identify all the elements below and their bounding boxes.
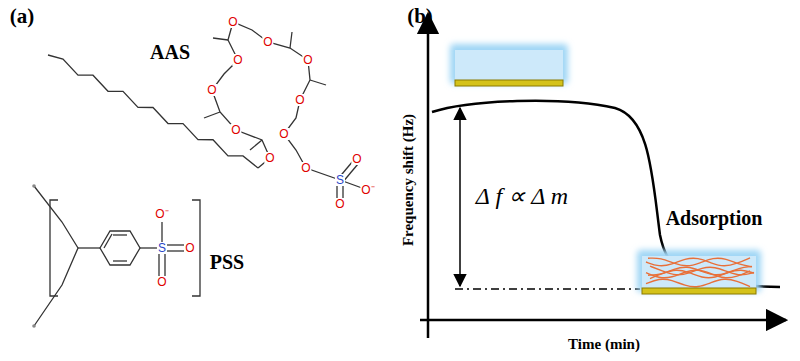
atom-label: O (232, 54, 243, 66)
backbone (34, 186, 78, 326)
methyl-bond (290, 32, 292, 48)
y-axis (427, 14, 430, 338)
text-label: Adsorption (666, 208, 763, 228)
panel-label: (a) (10, 6, 35, 27)
methyl-bond (310, 80, 326, 85)
aromatic-bond (113, 260, 127, 261)
water-glow (450, 44, 568, 84)
water-glow (637, 250, 761, 292)
panel-label: (b) (407, 6, 433, 27)
atom-label: O (302, 54, 313, 66)
aas-structure (48, 22, 362, 200)
atom-label: S (157, 242, 167, 254)
atom-label: O (206, 84, 217, 96)
gold-electrode (642, 288, 756, 294)
axis-title: Time (min) (568, 337, 640, 352)
atom-label: O (262, 36, 273, 48)
gold-electrode (455, 80, 563, 86)
atom-label: O⁻ (360, 184, 375, 196)
atom-label: O (300, 162, 311, 174)
atom-label: O (278, 128, 289, 140)
methyl-bond (250, 140, 262, 150)
atom-label: O (230, 124, 241, 136)
atom-label: O (264, 152, 275, 164)
atom-label: O (227, 16, 238, 28)
water-layer (455, 50, 563, 80)
alkyl-chain (48, 55, 258, 168)
methyl-bond (213, 38, 228, 40)
baseline-dash (455, 288, 640, 290)
text-label: AAS (150, 42, 190, 62)
x-axis (420, 319, 786, 322)
polymer-fiber (646, 279, 750, 287)
aromatic-bond (113, 234, 127, 235)
methyl-bond (204, 112, 220, 118)
atom-label: O (184, 242, 195, 254)
atom-label: O (294, 94, 305, 106)
polymer-fibers (646, 258, 754, 287)
atom-label: O (334, 198, 345, 210)
polymer-fiber (646, 270, 750, 278)
benzene-ring (100, 231, 140, 265)
coated-crystal (637, 250, 761, 294)
chain-end (32, 184, 36, 188)
atom-label: S (335, 174, 345, 186)
aromatic-bond (104, 234, 112, 248)
text-label: PSS (210, 252, 244, 272)
pss-structure (32, 184, 200, 328)
double-arrow (459, 108, 461, 286)
chain-end (32, 324, 36, 328)
atom-label: O (351, 153, 362, 165)
bare-crystal (450, 44, 568, 86)
atom-label: O (156, 276, 167, 288)
atom-label: O⁻ (154, 208, 169, 220)
bracket (50, 200, 58, 296)
text-label: Δ f ∝ Δ m (476, 184, 568, 208)
single-bond (78, 247, 100, 248)
polymer-fiber (648, 258, 752, 267)
axis-title: Frequency shift (Hz) (401, 114, 416, 246)
water-layer (642, 256, 756, 288)
